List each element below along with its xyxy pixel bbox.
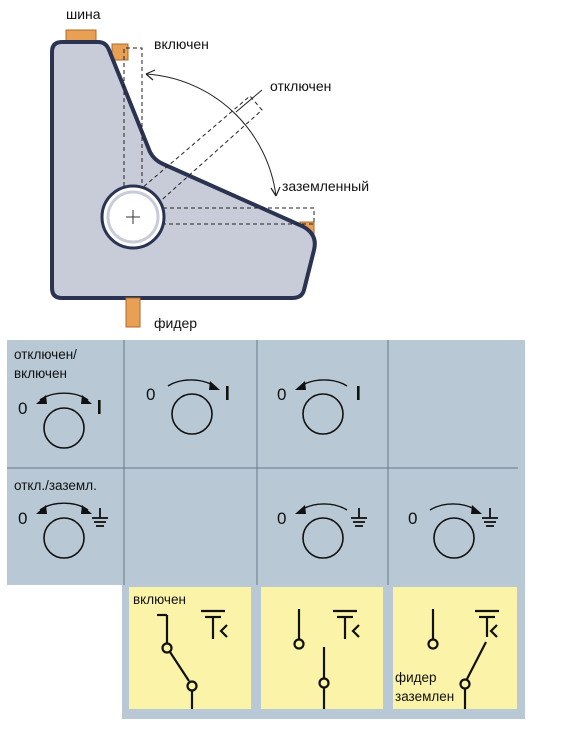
feeder-bar-lower: [125, 297, 141, 328]
knob-symbol-off-earth-both: 0: [18, 502, 108, 559]
blade-off: [127, 95, 263, 215]
earth-icon: [351, 508, 367, 527]
knob-symbol-switch-on: 0: [146, 379, 229, 435]
zero-mark: 0: [277, 385, 286, 404]
earth-icon: [482, 508, 498, 527]
switch-diagram: [50, 29, 317, 328]
off-leader: [235, 89, 263, 113]
zero-mark: 0: [408, 509, 417, 528]
zero-mark: 0: [18, 399, 27, 418]
schematic-earthed-label-line1: фидер: [395, 670, 437, 685]
arc-arrow-start: [145, 69, 156, 81]
rotation-arc: [145, 73, 277, 197]
earth-icon: [92, 508, 108, 527]
schematic-earthed-drawing: [427, 609, 499, 709]
knob-symbol-on-off-both: 0: [18, 392, 101, 449]
schematic-off-drawing: [293, 609, 360, 709]
zero-mark: 0: [277, 509, 286, 528]
on-label: включен: [154, 36, 209, 52]
schematic-on-drawing: [157, 609, 228, 709]
knob-symbol-off-to-earth: 0: [408, 503, 498, 559]
one-mark: [98, 400, 101, 414]
schematic-panel-earthed: фидер заземлен: [393, 587, 517, 709]
blade-on: [123, 47, 143, 200]
earthed-label: заземленный: [282, 178, 370, 194]
schematic-on-label: включен: [133, 592, 186, 607]
arc-arrow-end: [270, 186, 281, 197]
zero-mark: 0: [18, 509, 27, 528]
row1-label-line2: включен: [14, 366, 67, 381]
schematic-panel-on: включен: [129, 587, 251, 709]
zero-mark: 0: [146, 385, 155, 404]
schematic-earthed-label-line2: заземлен: [395, 689, 455, 704]
schematic-panel-off: [261, 587, 383, 709]
one-mark: [226, 386, 229, 400]
row1-label-line1: отключен/: [14, 347, 77, 362]
knob-symbol-switch-off: 0: [277, 379, 360, 435]
off-label: отключен: [270, 78, 332, 94]
on-contact: [111, 43, 129, 61]
feeder-label: фидер: [154, 315, 198, 331]
table-bg: [7, 340, 525, 585]
busbar-label: шина: [66, 6, 101, 22]
knob-symbol-earth-to-off: 0: [277, 503, 367, 559]
row2-label: откл./заземл.: [14, 478, 97, 493]
one-mark: [357, 386, 360, 400]
